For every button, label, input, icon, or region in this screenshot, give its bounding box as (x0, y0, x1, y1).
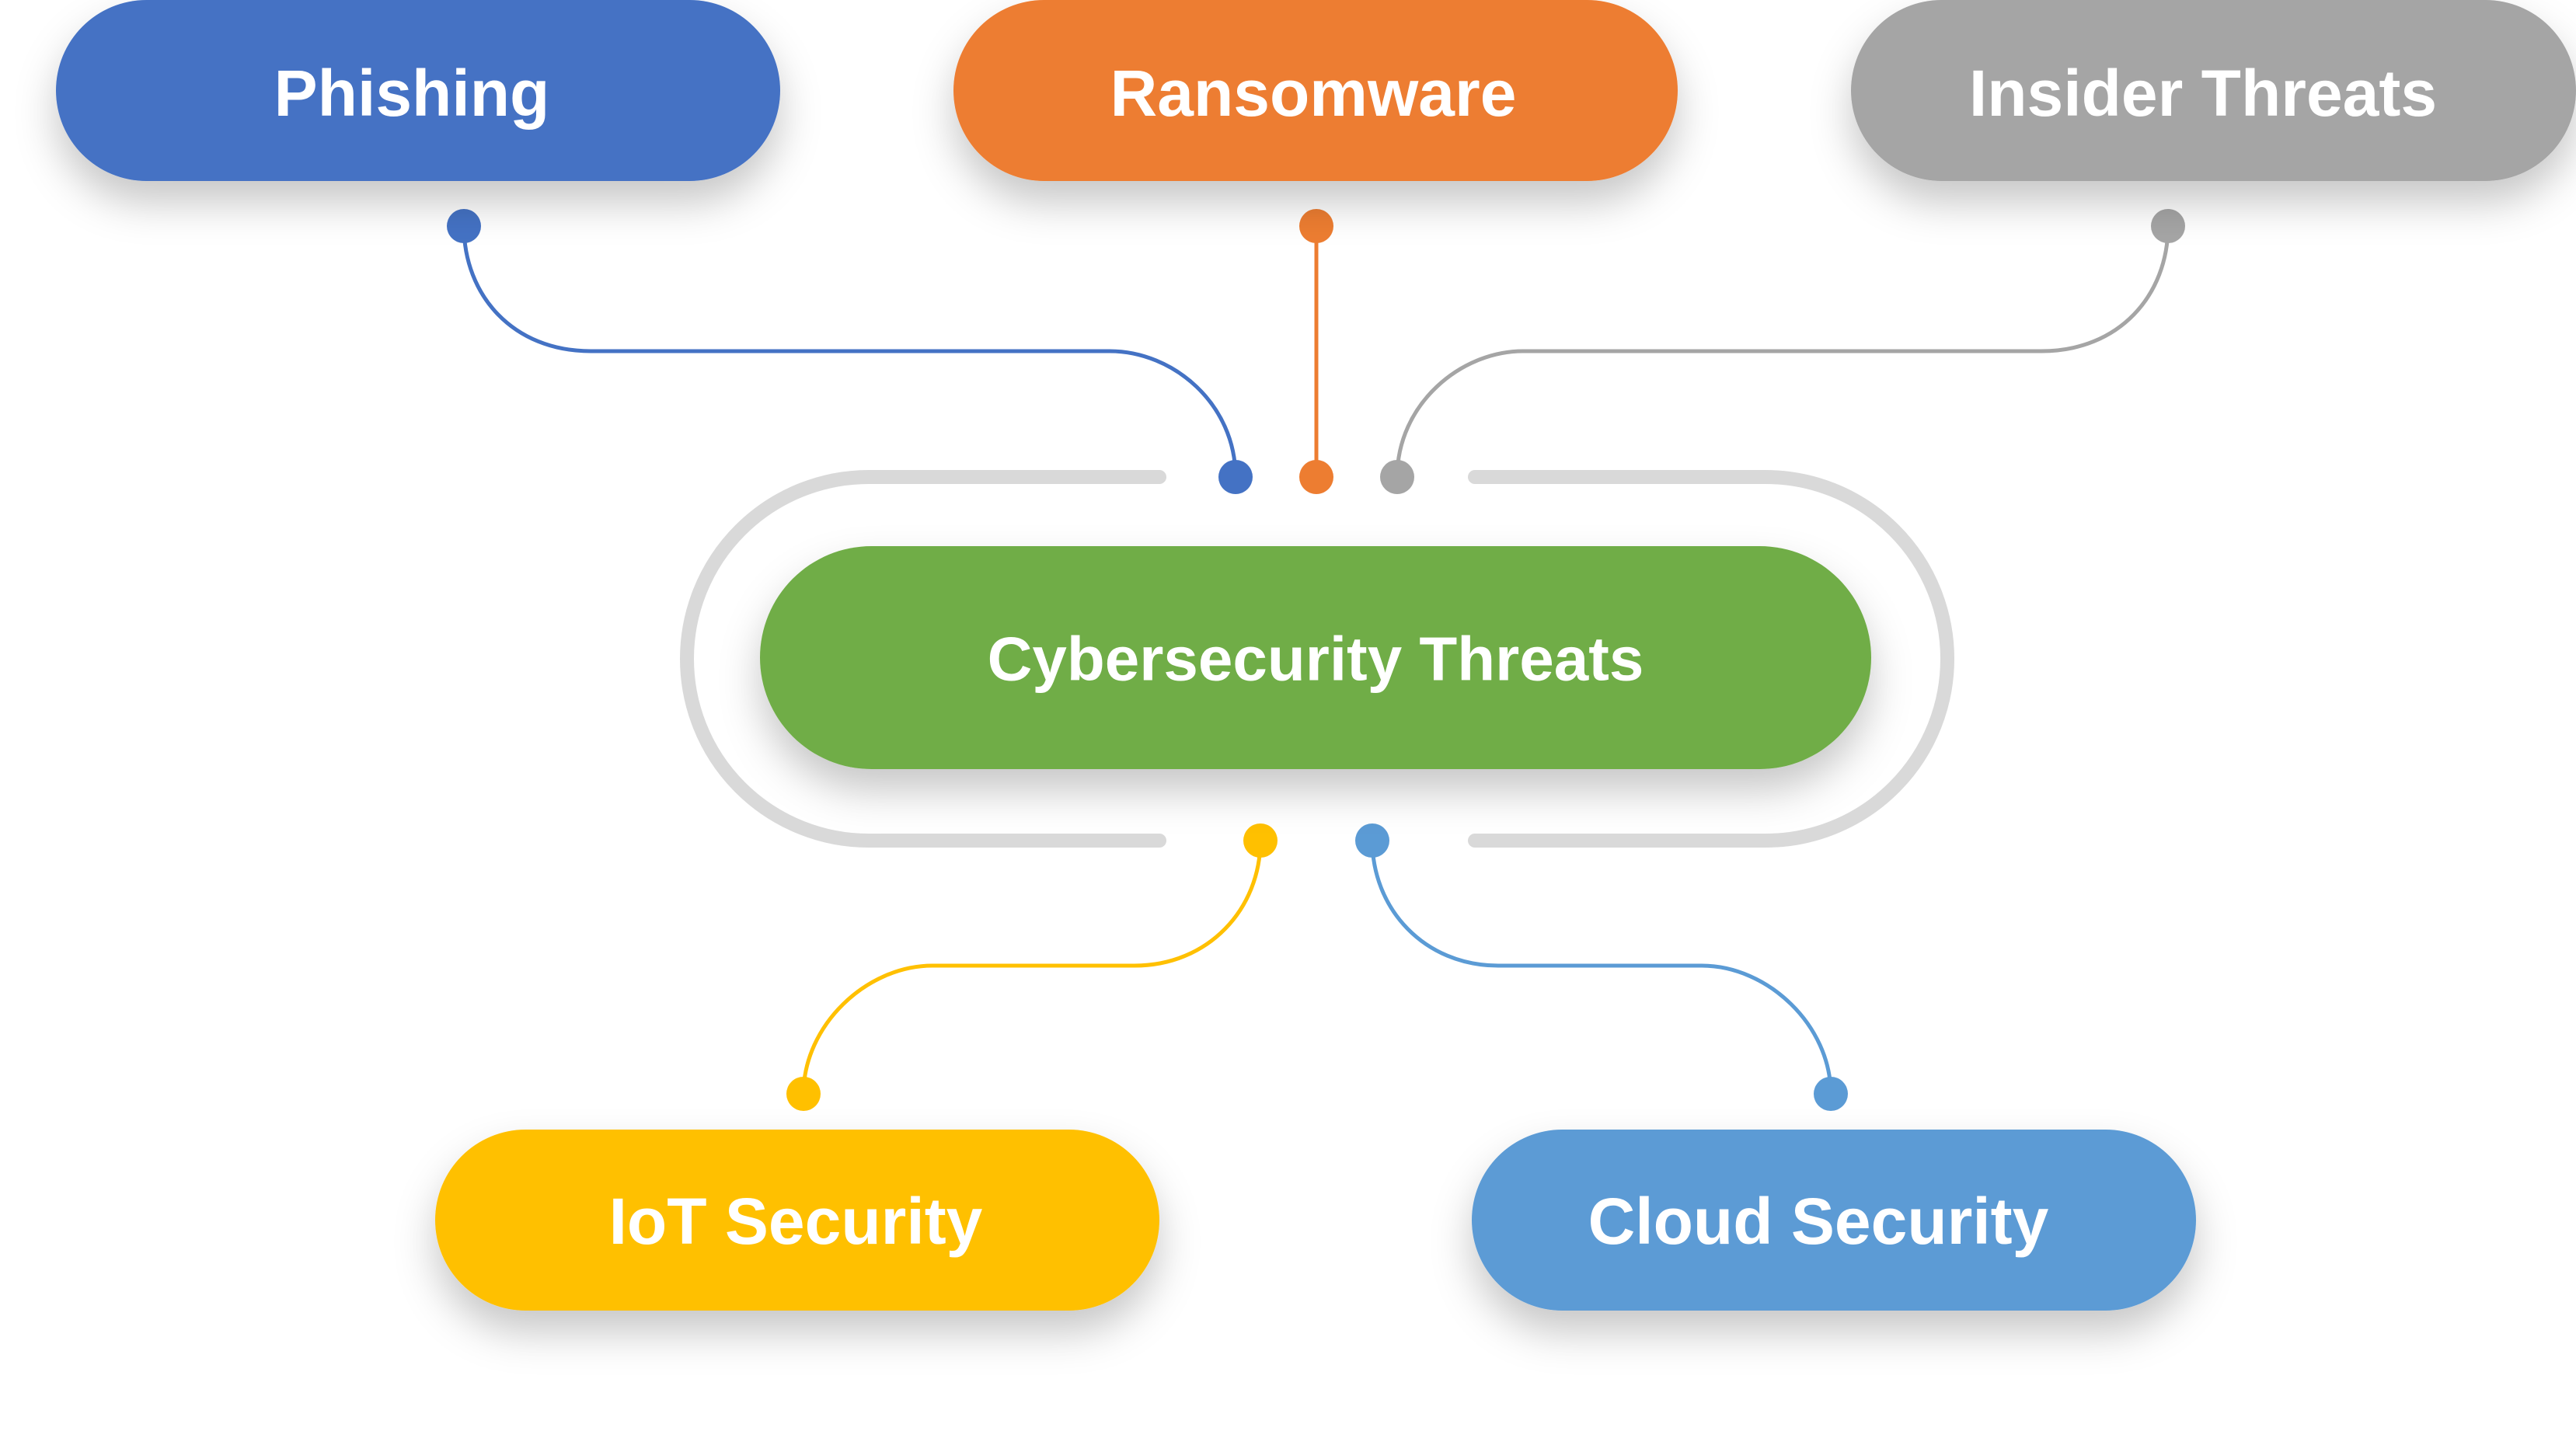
dot-insider-threats-top (2151, 209, 2185, 243)
ransomware-pill (953, 0, 1678, 181)
node-insider-threats: Insider Threats (1851, 0, 2576, 181)
iot-security-label: IoT Security (609, 1185, 983, 1258)
dot-ransomware-hub (1299, 460, 1333, 494)
connector-insider-threats (1395, 224, 2170, 479)
connector-phishing (462, 224, 1238, 479)
iot-security-pill (435, 1130, 1159, 1311)
center-label: Cybersecurity Threats (988, 625, 1644, 694)
insider-threats-label: Insider Threats (1969, 57, 2437, 130)
dot-phishing-hub (1218, 460, 1253, 494)
node-iot-security: IoT Security (435, 1130, 1159, 1311)
center-node: Cybersecurity Threats (760, 546, 1871, 769)
center-pill (760, 546, 1871, 769)
dot-iot-security-hub (1243, 823, 1278, 858)
dot-insider-threats-hub (1380, 460, 1414, 494)
node-phishing: Phishing (56, 0, 780, 181)
node-ransomware: Ransomware (953, 0, 1678, 181)
connector-iot-security (801, 838, 1263, 1096)
ring-left-arc (680, 470, 1166, 848)
insider-threats-pill (1851, 0, 2576, 181)
node-cloud-security: Cloud Security (1472, 1130, 2196, 1311)
dot-cloud-security-bottom (1814, 1077, 1848, 1111)
center-ring (680, 470, 1954, 848)
dot-ransomware-top (1299, 209, 1333, 243)
ransomware-label: Ransomware (1110, 57, 1517, 130)
dot-phishing-top (447, 209, 481, 243)
dot-cloud-security-hub (1355, 823, 1389, 858)
phishing-pill (56, 0, 780, 181)
cloud-security-label: Cloud Security (1588, 1185, 2049, 1258)
connector-cloud-security (1370, 838, 1833, 1096)
phishing-label: Phishing (274, 57, 550, 130)
dot-iot-security-bottom (786, 1077, 821, 1111)
ring-right-arc (1468, 470, 1954, 848)
cloud-security-pill (1472, 1130, 2196, 1311)
